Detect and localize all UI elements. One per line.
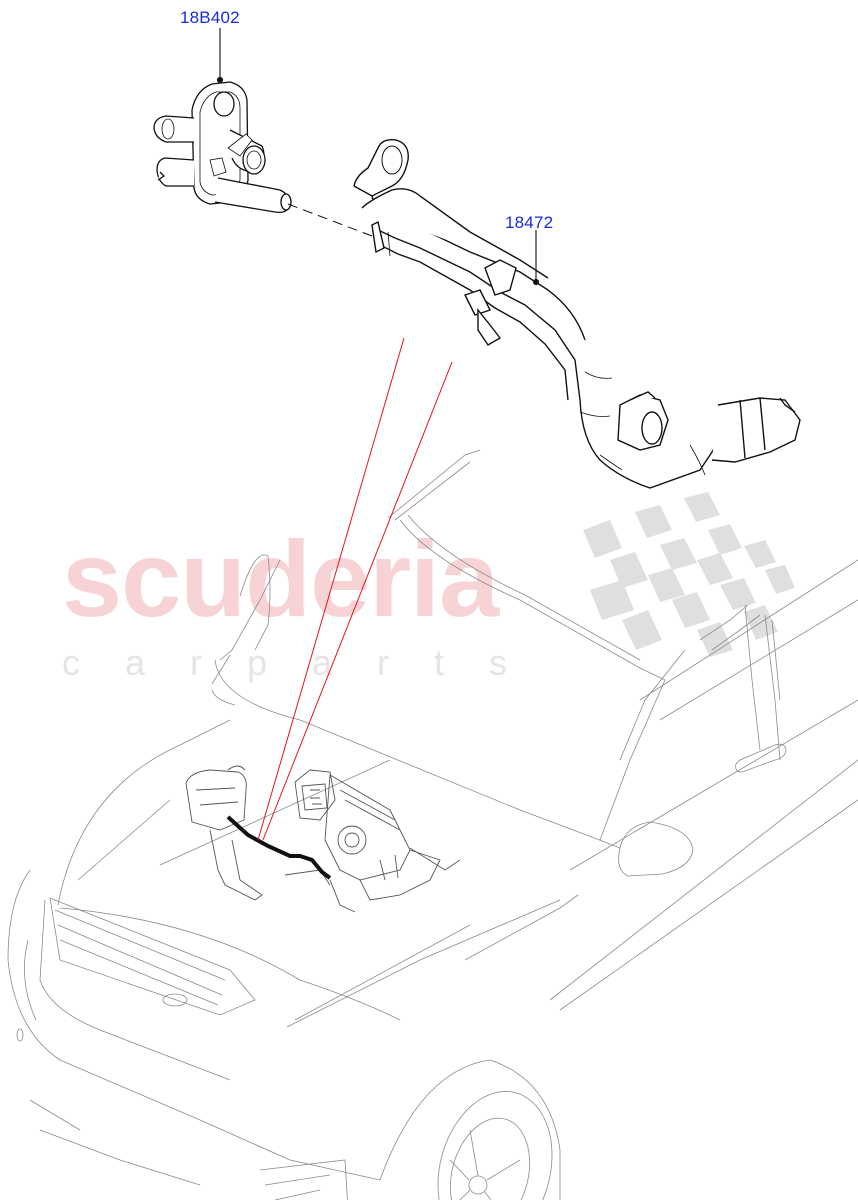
- vehicle-outline: [7, 449, 858, 1200]
- heater-valve-connector-part: [153, 81, 292, 214]
- callout-18472[interactable]: 18472: [505, 213, 554, 232]
- assembly-dashed-line: [287, 203, 373, 237]
- hvac-module-locator: [185, 765, 461, 913]
- callout-leaders: [216, 28, 540, 286]
- watermark-scuderia: scuderia: [62, 518, 499, 639]
- heater-hose-part: [353, 138, 801, 489]
- watermark-carparts: carparts: [62, 642, 553, 683]
- callout-18B402[interactable]: 18B402: [180, 8, 240, 27]
- highlighted-hose-locator: [226, 815, 332, 880]
- checkered-flag-icon: [583, 492, 795, 657]
- locator-lines: [257, 337, 453, 841]
